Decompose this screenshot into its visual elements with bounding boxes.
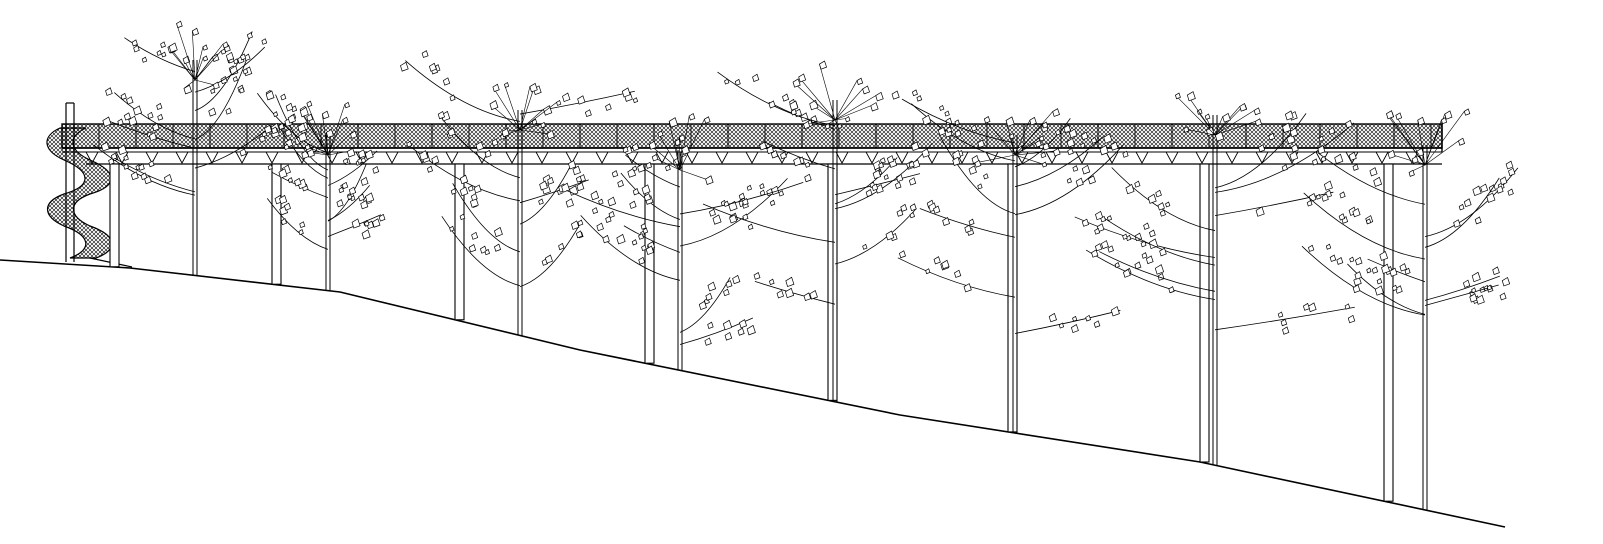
- truss-triangle: [685, 151, 699, 164]
- truss-triangle: [325, 151, 339, 164]
- truss: [85, 151, 1419, 164]
- truss-triangle: [385, 151, 399, 164]
- support-post: [1199, 163, 1210, 463]
- support-post: [109, 163, 120, 268]
- tree: [257, 89, 386, 291]
- truss-triangle: [565, 151, 579, 164]
- truss-triangle: [145, 151, 159, 164]
- truss-triangle: [1045, 151, 1059, 164]
- support-post: [454, 163, 465, 321]
- trees: [93, 20, 1519, 510]
- truss-triangle: [175, 151, 189, 164]
- tree: [565, 113, 812, 371]
- support-post: [1383, 163, 1394, 502]
- truss-triangle: [475, 151, 489, 164]
- truss-triangle: [265, 151, 279, 164]
- truss-triangle: [805, 151, 819, 164]
- truss-triangle: [445, 151, 459, 164]
- tree: [400, 50, 639, 336]
- tree: [891, 89, 1129, 434]
- truss-triangle: [535, 151, 549, 164]
- truss-triangle: [505, 151, 519, 164]
- truss-triangle: [1255, 151, 1269, 164]
- truss-triangle: [715, 151, 729, 164]
- truss-triangle: [595, 151, 609, 164]
- truss-triangle: [865, 151, 879, 164]
- truss-triangle: [925, 151, 939, 164]
- tree: [702, 60, 933, 402]
- truss-triangle: [835, 151, 849, 164]
- truss-triangle: [1165, 151, 1179, 164]
- support-post: [271, 163, 282, 285]
- truss-triangle: [985, 151, 999, 164]
- truss-triangle: [1375, 151, 1389, 164]
- truss-triangle: [895, 151, 909, 164]
- truss-triangle: [85, 151, 99, 164]
- truss-triangle: [1195, 151, 1209, 164]
- truss-triangle: [205, 151, 219, 164]
- support-post: [644, 163, 655, 364]
- ground-line: [0, 259, 1506, 528]
- truss-triangle: [1135, 151, 1149, 164]
- truss-triangle: [1225, 151, 1239, 164]
- tree: [1074, 91, 1356, 466]
- tree: [93, 20, 280, 276]
- truss-triangle: [1105, 151, 1119, 164]
- tree: [1301, 108, 1519, 510]
- truss-triangle: [1075, 151, 1089, 164]
- truss-triangle: [745, 151, 759, 164]
